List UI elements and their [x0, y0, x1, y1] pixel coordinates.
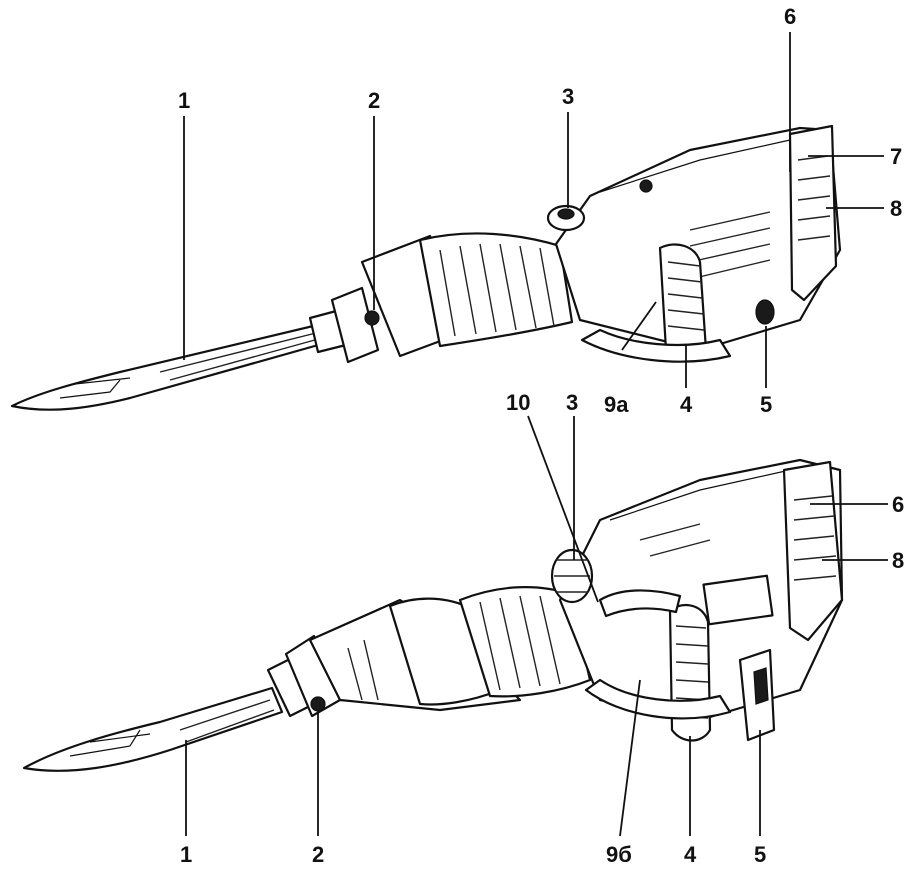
top-leader-lines: [183, 32, 884, 388]
bottom-barrel: [308, 586, 592, 712]
label-2-top: 2: [368, 88, 380, 113]
label-4-bottom: 4: [684, 842, 697, 867]
label-5-bottom: 5: [754, 842, 766, 867]
bottom-chisel: [22, 686, 284, 772]
label-9b-bottom: 9б: [606, 842, 632, 867]
label-1-bottom: 1: [180, 842, 192, 867]
label-1-top: 1: [178, 88, 190, 113]
top-aux-handle: [580, 243, 732, 363]
label-9a-top: 9a: [604, 392, 629, 417]
label-4-top: 4: [680, 392, 693, 417]
bottom-knob: [550, 548, 594, 604]
top-chisel: [10, 320, 338, 411]
bottom-motor-body: [558, 458, 844, 722]
top-motor-body: [554, 126, 842, 352]
label-8-bottom: 8: [892, 548, 904, 573]
top-knob: [546, 204, 586, 232]
bottom-main-handle: [738, 460, 844, 742]
top-tool-drawing: [10, 124, 842, 411]
label-6-bottom: 6: [892, 492, 904, 517]
top-front-barrel: [360, 232, 574, 358]
top-main-handle: [755, 124, 838, 325]
label-5-top: 5: [760, 392, 772, 417]
label-3-bottom: 3: [566, 390, 578, 415]
bottom-tool-drawing: [22, 458, 844, 772]
label-7-top: 7: [890, 144, 902, 169]
bottom-leader-lines: [185, 415, 888, 837]
label-2-bottom: 2: [312, 842, 324, 867]
label-8-top: 8: [890, 196, 902, 221]
top-tool-holder: [308, 286, 380, 364]
label-3-top: 3: [562, 84, 574, 109]
bottom-aux-handle: [584, 589, 732, 742]
label-10-bottom: 10: [506, 390, 530, 415]
label-6-top: 6: [784, 4, 796, 29]
